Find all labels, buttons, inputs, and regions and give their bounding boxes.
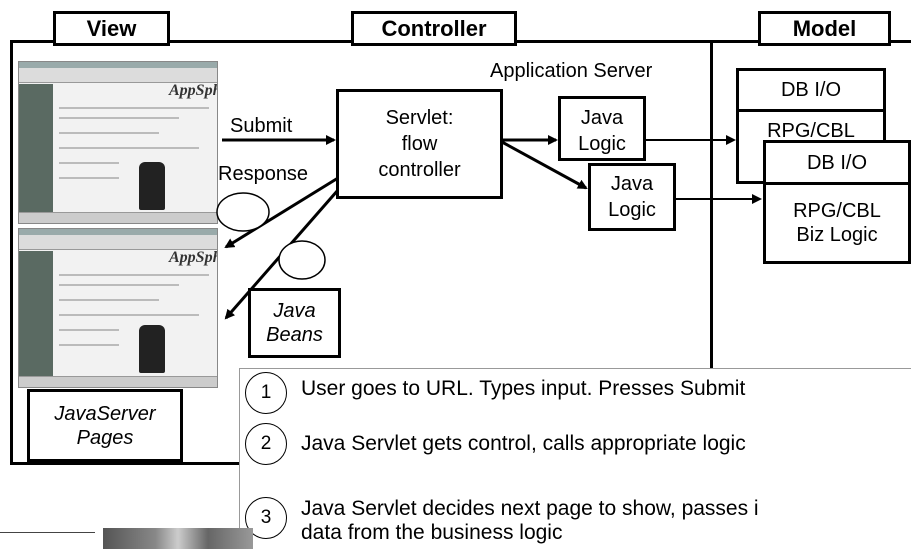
java-logic-box-1: Java Logic: [558, 96, 646, 161]
step-2-text: Java Servlet gets control, calls appropr…: [301, 432, 746, 455]
app-server-label: Application Server: [490, 60, 653, 82]
thumbnail-photo-fragment: [103, 528, 253, 549]
appsphere-screenshot-bottom: AppSphere: [18, 228, 218, 388]
dress-image: [139, 325, 165, 373]
submit-label: Submit: [230, 115, 293, 137]
servlet-to-logic2-arrow: [501, 140, 588, 190]
appsphere-brand-text: AppSphere: [169, 249, 217, 266]
appsphere-screenshot-top: AppSphere: [18, 61, 218, 224]
java-beans-box: Java Beans: [248, 288, 341, 358]
rpg-cbl-box-front: RPG/CBL Biz Logic: [763, 182, 911, 264]
dress-image: [139, 162, 165, 210]
step-3-text-line2: data from the business logic: [301, 521, 563, 544]
db-io-box-back: DB I/O: [736, 68, 886, 112]
thumbnail-divider: [0, 532, 95, 533]
servlet-box: Servlet: flow controller: [336, 89, 503, 199]
step-1-number: 1: [245, 372, 287, 414]
step-2-number: 2: [245, 423, 287, 465]
steps-panel: [239, 368, 911, 549]
model-header: Model: [758, 11, 891, 46]
db-io-box-front: DB I/O: [763, 140, 911, 185]
bean-ellipse-1: [216, 192, 270, 232]
appsphere-brand-text: AppSphere: [169, 82, 217, 99]
response-label: Response: [218, 163, 309, 185]
bean-ellipse-2: [278, 240, 326, 280]
step-1-text: User goes to URL. Types input. Presses S…: [301, 377, 746, 400]
java-logic-box-2: Java Logic: [588, 163, 676, 231]
controller-header: Controller: [351, 11, 517, 46]
javaserver-pages-box: JavaServer Pages: [27, 389, 183, 462]
view-header: View: [53, 11, 170, 46]
response-arrow-upper: [224, 176, 339, 249]
step-3-text-line1: Java Servlet decides next page to show, …: [301, 497, 759, 520]
